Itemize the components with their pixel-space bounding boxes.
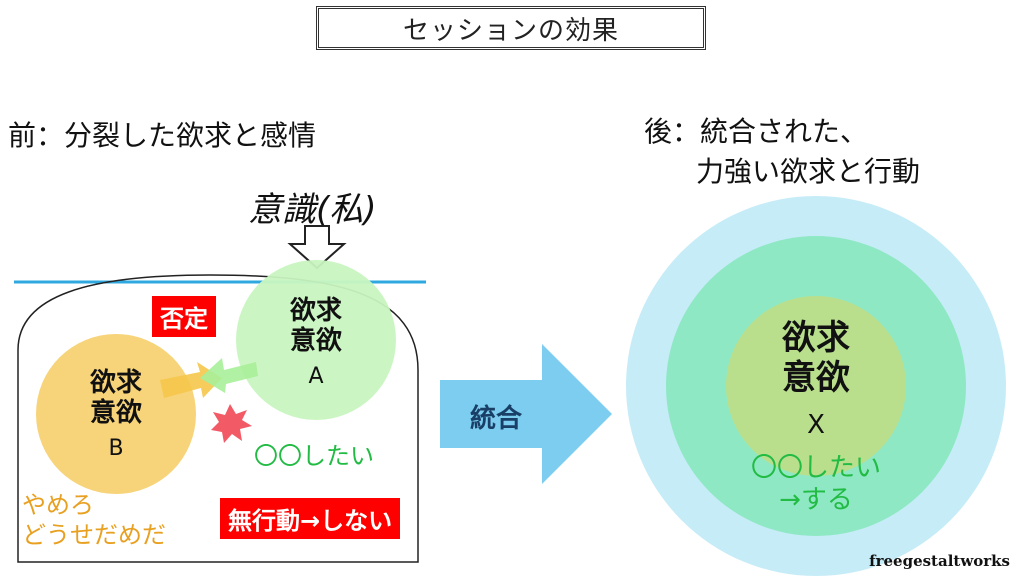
desire-x-line2: 意欲 [782, 358, 850, 398]
desire-x-text: 欲求 意欲 X [746, 318, 886, 440]
after-want-line2: →する [779, 485, 853, 515]
integration-label: 統合 [470, 404, 523, 434]
desire-b-line2: 意欲 [89, 398, 142, 428]
page-title: セッションの効果 [402, 15, 619, 46]
after-heading-line2: 力強い欲求と行動 [696, 155, 921, 188]
desire-b-circle [36, 334, 196, 494]
stop-text-line2: どうせだめだ [22, 521, 166, 549]
before-heading: 前：分裂した欲求と感情 [8, 119, 317, 152]
unconscious-container [17, 274, 419, 563]
desire-b-label: B [108, 436, 124, 461]
want-text: 〇〇したい [254, 442, 374, 470]
stop-text-line1: やめろ [22, 491, 94, 519]
denial-label: 否定 [152, 296, 216, 337]
after-want-line1: 〇〇したい [750, 453, 881, 483]
desire-x-line1: 欲求 [782, 318, 850, 358]
desire-b-line1: 欲求 [89, 368, 142, 398]
desire-a-text: 欲求 意欲 A [266, 296, 366, 389]
after-heading: 後：統合された、 力強い欲求と行動 [644, 110, 920, 190]
after-want-text: 〇〇したい →する [736, 452, 896, 516]
integration-arrow-icon [440, 344, 612, 484]
desire-x-label: X [807, 410, 825, 440]
desire-a-label: A [308, 364, 324, 389]
desire-b-text: 欲求 意欲 B [66, 368, 166, 461]
consciousness-label: 意識(私) [248, 190, 377, 230]
desire-a-circle [236, 260, 396, 420]
inaction-label: 無行動→しない [220, 498, 401, 539]
title-box: セッションの効果 [316, 6, 706, 50]
after-heading-line1: 後：統合された、 [644, 115, 869, 148]
down-arrow-icon [287, 225, 347, 270]
credit-text: freegestaltworks [869, 552, 1010, 570]
desire-a-line1: 欲求 [289, 296, 342, 326]
desire-a-line2: 意欲 [289, 326, 342, 356]
green-arrow-icon [200, 358, 258, 393]
stop-text: やめろ どうせだめだ [22, 490, 166, 550]
core-circle [726, 296, 906, 476]
conflict-burst-icon [211, 404, 252, 443]
orange-arrow-icon [160, 362, 222, 398]
